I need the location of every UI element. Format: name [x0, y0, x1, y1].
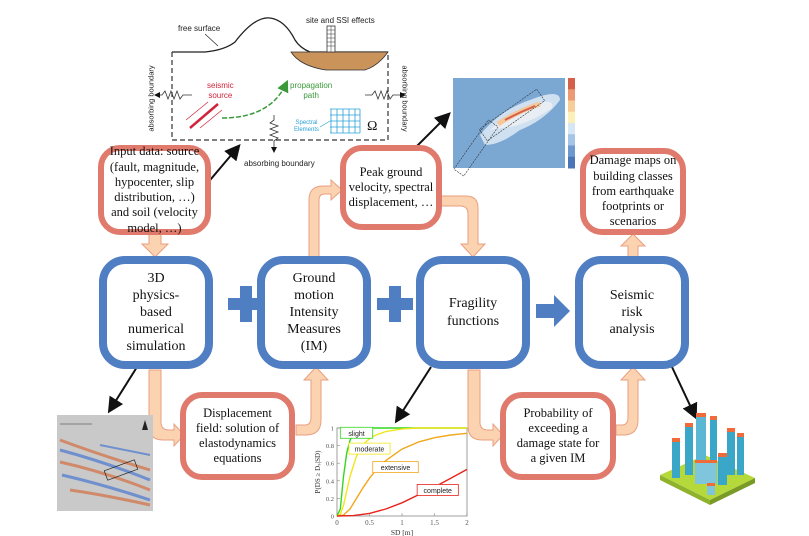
colorbar-segment: [568, 100, 575, 113]
colorbar-segment: [568, 111, 575, 124]
y-axis-label: P(DS ≥ Dₛ|SD): [314, 450, 322, 494]
y-tick-label: 0.2: [326, 496, 334, 503]
connector-simulation-to-displacement: [148, 369, 185, 448]
simulation-text: 3D physics- based numerical simulation: [126, 270, 186, 355]
sediment-basin: [290, 51, 389, 71]
peak-ground-box: Peak ground velocity, spectral displacem…: [340, 145, 442, 230]
hazard-colorbar: [568, 78, 575, 169]
intensity-measures-box: Ground motion Intensity Measures (IM): [257, 256, 371, 369]
arrow-operator: [536, 295, 570, 327]
spectral-elements-grid: [330, 108, 361, 134]
x-tick-label: 0: [335, 519, 339, 527]
colorbar-segment: [568, 89, 575, 101]
city-image: [660, 413, 755, 505]
y-tick-label: 0.6: [326, 461, 335, 468]
damage-maps-text: Damage maps on building classes from ear…: [589, 153, 677, 229]
colorbar-segment: [568, 145, 575, 158]
domain-sketch: [154, 17, 406, 153]
right-damper: [365, 89, 400, 101]
fragility-text: Fragility functions: [446, 296, 500, 329]
fault-line: [189, 103, 219, 129]
displacement-box: Displacement field: solution of elastody…: [180, 392, 295, 480]
plus-operator-1: [228, 286, 264, 322]
x-tick-label: 1: [400, 519, 404, 527]
hazard-map-image: [453, 78, 575, 177]
connector-probability-to-risk: [615, 366, 647, 436]
probability-box: Probability of exceeding a damage state …: [500, 392, 616, 480]
intensity-measures-text: Ground motion Intensity Measures (IM): [287, 270, 341, 355]
fragility-box: Fragility functions: [416, 256, 530, 369]
annotation-label-extensive: extensive: [381, 465, 411, 472]
connectors: [140, 178, 647, 448]
operators: [228, 286, 570, 327]
spectral-elements-label: Spectral Elements: [294, 120, 320, 134]
displacement-text: Displacement field: solution of elastody…: [195, 405, 280, 466]
absorbing-boundary-left-label: absorbing boundary: [146, 65, 156, 132]
connector-im-to-peak: [308, 178, 343, 261]
seismic-source-label: seismic source: [207, 81, 234, 101]
input-data-text: Input data: source (fault, magnitude, hy…: [109, 144, 200, 235]
connector-displacement-to-im: [295, 366, 330, 436]
free-surface-label: free surface: [178, 24, 221, 33]
annotation-box-complete: [416, 484, 459, 496]
bottom-damper: [268, 115, 280, 148]
simulation-box: 3D physics- based numerical simulation: [99, 256, 213, 369]
y-tick-label: 1: [331, 426, 334, 433]
absorbing-boundary-bottom-label: absorbing boundary: [244, 159, 315, 168]
wave-field-image: [57, 415, 153, 511]
risk-analysis-text: Seismic risk analysis: [609, 287, 655, 338]
probability-text: Probability of exceeding a damage state …: [516, 405, 600, 466]
absorbing-boundary-right-label: absorbing boundary: [400, 65, 410, 132]
pointer-sim-to-wave: [107, 366, 138, 414]
pointer-frag-to-chart: [394, 366, 432, 424]
x-tick-label: 0.5: [365, 519, 374, 527]
omega-symbol: Ω: [367, 119, 378, 134]
connector-fragility-to-probability: [467, 369, 504, 448]
annotation-box-extensive: [372, 461, 419, 474]
input-data-box: Input data: source (fault, magnitude, hy…: [98, 144, 211, 235]
left-damper: [157, 89, 192, 101]
free-surface-pointer: [204, 33, 219, 47]
connector-risk-to-damage: [619, 233, 647, 258]
risk-analysis-box: Seismic risk analysis: [575, 256, 689, 369]
colorbar-segment: [568, 134, 575, 146]
connector-input-to-simulation: [140, 231, 170, 258]
propagation-path-label: propagation path: [290, 81, 333, 101]
colorbar-segment: [568, 78, 575, 90]
peak-ground-text: Peak ground velocity, spectral displacem…: [348, 164, 434, 210]
y-tick-label: 0.4: [326, 478, 335, 485]
y-tick-label: 0.8: [326, 443, 334, 450]
annotation-label-moderate: moderate: [355, 447, 385, 454]
x-tick-label: 2: [465, 519, 469, 527]
pointer-peak-to-map: [412, 112, 451, 151]
domain-boundary: [171, 52, 389, 141]
free-surface-line: [172, 17, 388, 53]
damage-maps-box: Damage maps on building classes from ear…: [580, 148, 686, 235]
pointer-risk-to-city: [671, 366, 698, 420]
plus-operator-2: [377, 286, 413, 322]
propagation-path-arrow: [221, 79, 289, 119]
y-tick-label: 0: [331, 514, 334, 521]
x-axis-label: SD [m]: [391, 528, 413, 536]
colorbar-segment: [568, 123, 575, 135]
annotation-box-slight: [339, 426, 374, 439]
colorbar-segment: [568, 156, 575, 169]
annotation-label-complete: complete: [424, 488, 453, 495]
site-ssi-label: site and SSI effects: [306, 16, 375, 25]
series-line-complete: [336, 468, 468, 517]
annotation-box-moderate: [348, 442, 391, 455]
annotation-label-slight: slight: [348, 431, 364, 438]
x-tick-label: 1.5: [430, 519, 439, 527]
